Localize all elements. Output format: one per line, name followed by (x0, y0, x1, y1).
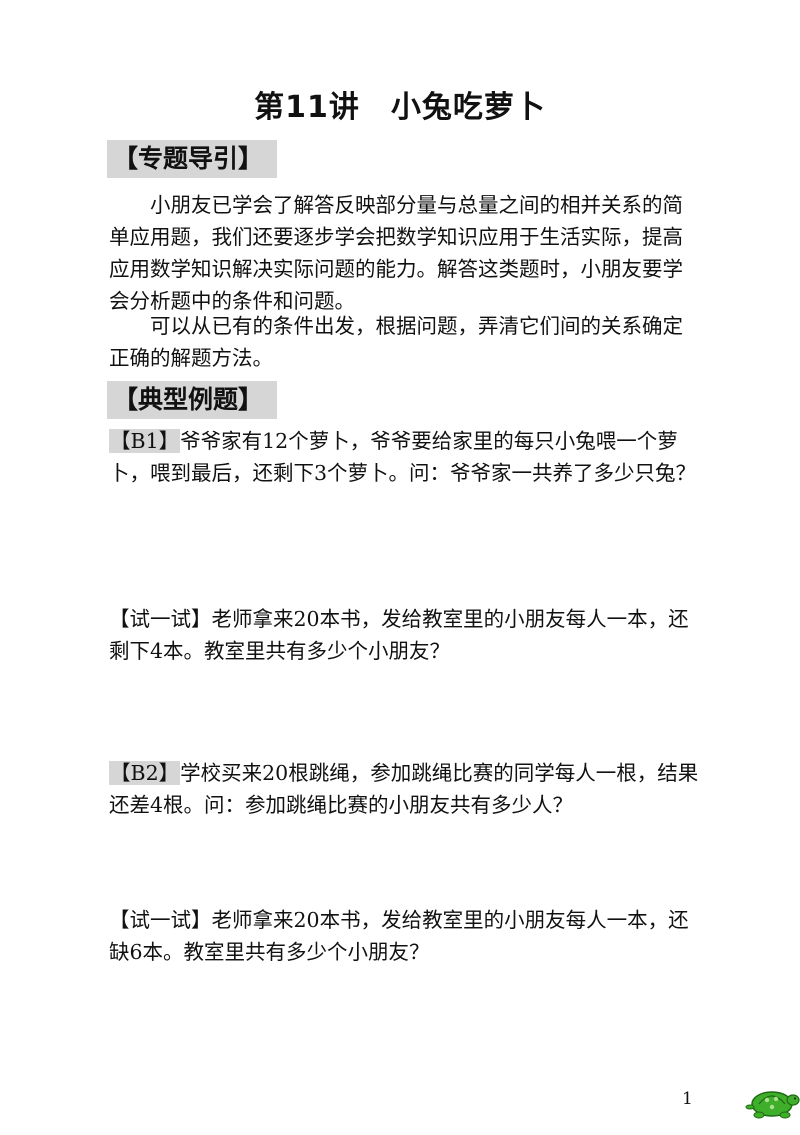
try-it-1-tag: 【试一试】 (109, 607, 212, 631)
example-b1: 【B1】爷爷家有12个萝卜，爷爷要给家里的每只小兔喂一个萝卜，喂到最后，还剩下3… (109, 425, 709, 489)
example-b2: 【B2】学校买来20根跳绳，参加跳绳比赛的同学每人一根，结果还差4根。问：参加跳… (109, 757, 709, 821)
section-heading-intro: 【专题导引】 (107, 140, 277, 178)
try-it-1-text: 老师拿来20本书，发给教室里的小朋友每人一本，还剩下4本。教室里共有多少个小朋友… (109, 607, 689, 663)
turtle-icon (745, 1091, 800, 1119)
example-b1-tag: 【B1】 (109, 429, 181, 453)
try-it-1: 【试一试】老师拿来20本书，发给教室里的小朋友每人一本，还剩下4本。教室里共有多… (109, 603, 709, 667)
intro-paragraph-1: 小朋友已学会了解答反映部分量与总量之间的相并关系的简单应用题，我们还要逐步学会把… (109, 193, 683, 313)
example-b1-text: 爷爷家有12个萝卜，爷爷要给家里的每只小兔喂一个萝卜，喂到最后，还剩下3个萝卜。… (109, 429, 697, 485)
page-number: 1 (682, 1089, 693, 1109)
try-it-2-tag: 【试一试】 (109, 908, 212, 932)
section-heading-examples: 【典型例题】 (107, 381, 277, 419)
try-it-2: 【试一试】老师拿来20本书，发给教室里的小朋友每人一本，还缺6本。教室里共有多少… (109, 904, 709, 968)
example-b2-tag: 【B2】 (109, 761, 181, 785)
intro-paragraph-2: 可以从已有的条件出发，根据问题，弄清它们间的关系确定正确的解题方法。 (109, 314, 683, 370)
example-b2-text: 学校买来20根跳绳，参加跳绳比赛的同学每人一根，结果还差4根。问：参加跳绳比赛的… (109, 761, 699, 817)
try-it-2-text: 老师拿来20本书，发给教室里的小朋友每人一本，还缺6本。教室里共有多少个小朋友？ (109, 908, 689, 964)
page-title: 第11讲 小兔吃萝卜 (254, 90, 546, 125)
